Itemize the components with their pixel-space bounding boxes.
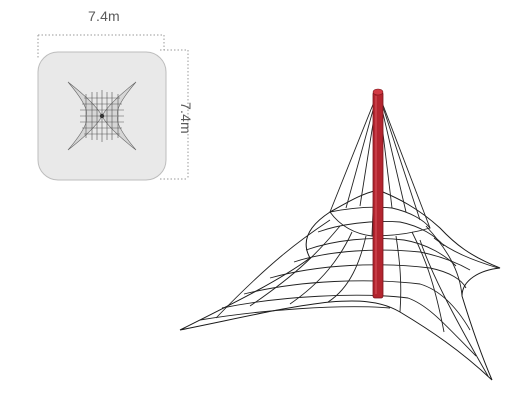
footprint-plan	[37, 34, 189, 181]
net-topview-icon	[67, 81, 137, 151]
depth-dimension-label: 7.4m	[178, 102, 194, 134]
net-climber-3d	[179, 91, 501, 381]
width-dimension-label: 7.4m	[88, 8, 120, 24]
center-pole	[372, 88, 384, 299]
